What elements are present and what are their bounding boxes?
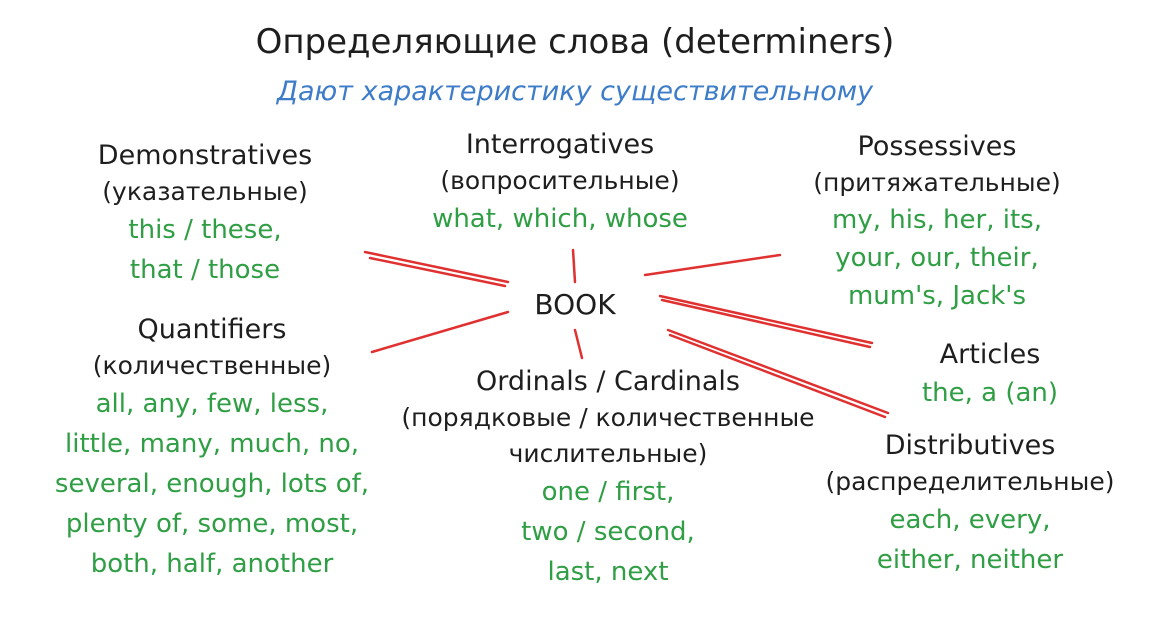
ordinals-title: Ordinals / Cardinals [476, 366, 740, 397]
connector-distributives-b [668, 333, 887, 419]
connector-demonstratives-b [368, 256, 507, 288]
connector-interrogatives [571, 248, 577, 284]
group-ordinals: Ordinals / Cardinals (порядковые / колич… [358, 364, 858, 592]
group-interrogatives: Interrogatives (вопросительные) what, wh… [400, 127, 720, 239]
quantifiers-subtitle: (количественные) [92, 351, 332, 380]
connector-quantifiers [370, 310, 510, 354]
interrogatives-example: what, which, whose [432, 204, 688, 234]
demonstratives-subtitle: (указательные) [102, 177, 308, 206]
demonstratives-title: Demonstratives [97, 140, 313, 171]
group-demonstratives: Demonstratives (указательные) this / the… [60, 138, 350, 290]
group-possessives: Possessives (притяжательные) my, his, he… [782, 129, 1092, 315]
distributives-example: each, every, [889, 505, 1051, 535]
center-node-book: BOOK [534, 288, 616, 321]
distributives-example: either, neither [876, 545, 1064, 575]
connector-possessives [643, 253, 782, 277]
connector-distributives [666, 328, 890, 415]
ordinals-example: two / second, [521, 517, 695, 547]
possessives-subtitle: (притяжательные) [813, 168, 1061, 197]
quantifiers-title: Quantifiers [137, 314, 287, 345]
quantifiers-example: both, half, another [90, 549, 334, 579]
quantifiers-example: several, enough, lots of, [54, 469, 370, 499]
possessives-example: my, his, her, its, [832, 205, 1042, 235]
quantifiers-example: plenty of, some, most, [65, 509, 359, 539]
connector-articles [658, 294, 874, 345]
group-distributives: Distributives (распределительные) each, … [800, 428, 1140, 580]
distributives-title: Distributives [884, 430, 1056, 461]
ordinals-subtitle-continued: числительные) [508, 439, 708, 468]
demonstratives-example: that / those [129, 255, 281, 285]
diagram-subtitle: Дают характеристику существительному [276, 76, 874, 107]
distributives-subtitle: (распределительные) [825, 467, 1115, 496]
ordinals-subtitle: (порядковые / количественные [401, 403, 815, 432]
possessives-example: mum's, Jack's [847, 281, 1026, 311]
interrogatives-title: Interrogatives [465, 129, 655, 160]
possessives-example: your, our, their, [835, 243, 1039, 273]
ordinals-example: one / first, [541, 477, 675, 507]
possessives-title: Possessives [857, 131, 1017, 162]
articles-example: the, a (an) [921, 378, 1059, 408]
diagram-title: Определяющие слова (determiners) [255, 22, 895, 62]
interrogatives-subtitle: (вопросительные) [440, 166, 680, 195]
quantifiers-example: little, many, much, no, [65, 429, 359, 459]
connector-ordinals [573, 328, 584, 360]
demonstratives-example: this / these, [128, 215, 282, 245]
group-quantifiers: Quantifiers (количественные) all, any, f… [12, 312, 412, 584]
connector-demonstratives [363, 250, 510, 284]
articles-title: Articles [939, 339, 1041, 370]
ordinals-example: last, next [547, 557, 669, 587]
quantifiers-example: all, any, few, less, [95, 389, 329, 419]
group-articles: Articles the, a (an) [880, 337, 1100, 413]
connector-articles-b [660, 298, 872, 349]
